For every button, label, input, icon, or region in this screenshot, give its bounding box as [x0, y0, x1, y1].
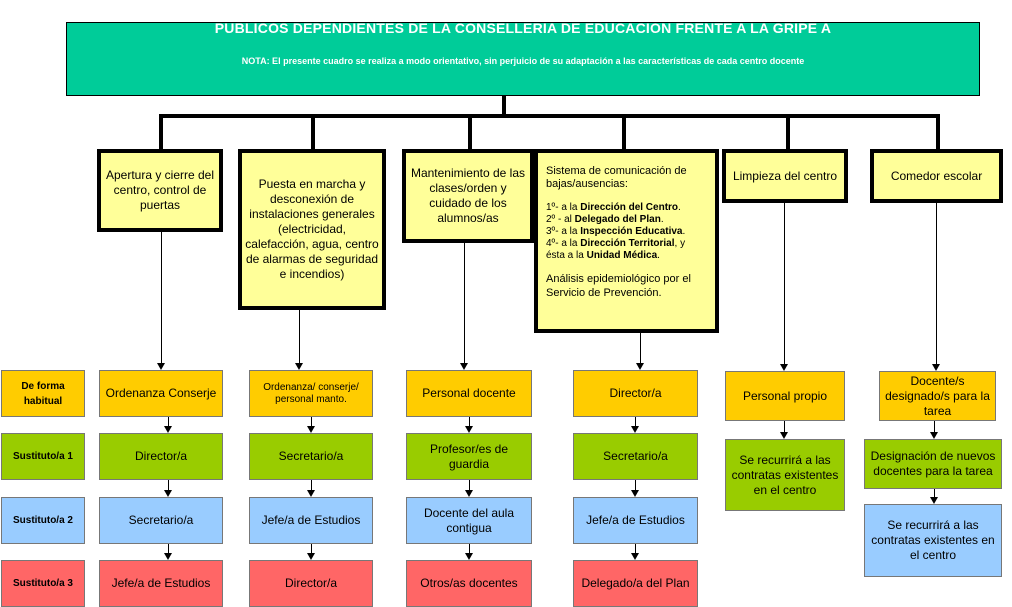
role-box: Delegado/a del Plan — [573, 560, 698, 607]
role-box: Se recurrirá a las contratas existentes … — [725, 439, 845, 511]
diagram-note: NOTA: El presente cuadro se realiza a mo… — [241, 56, 805, 66]
role-box: Secretario/a — [249, 433, 373, 480]
comms-step: ésta a la Unidad Médica. — [546, 250, 660, 261]
bus-drop — [468, 114, 472, 150]
row-label-habitual: De forma habitual — [1, 370, 85, 417]
connector-line — [934, 421, 935, 432]
connector-line — [936, 203, 937, 364]
arrow-head — [307, 490, 315, 497]
row-label-sustituto-1: Sustituto/a 1 — [1, 433, 85, 480]
comms-step: 2º - al Delegado del Plan. — [546, 214, 664, 225]
arrow-head — [780, 432, 788, 439]
role-box: Jefe/a de Estudios — [99, 560, 223, 607]
task-comunicacion: Sistema de comunicación de bajas/ausenci… — [534, 149, 719, 333]
arrow-head — [307, 426, 315, 433]
task-apertura: Apertura y cierre del centro, control de… — [97, 149, 223, 232]
arrow-head — [930, 432, 938, 439]
connector-line — [311, 417, 312, 426]
role-box: Docente/s designado/s para la tarea — [879, 371, 996, 421]
connector-line — [635, 480, 636, 490]
connector-line — [784, 421, 785, 432]
arrow-head — [631, 553, 639, 560]
role-box: Profesor/es de guardia — [406, 433, 532, 480]
role-box: Director/a — [99, 433, 223, 480]
arrow-head — [164, 426, 172, 433]
arrow-head — [465, 490, 473, 497]
role-box: Secretario/a — [573, 433, 698, 480]
diagram-header: PUBLICOS DEPENDIENTES DE LA CONSELLERIA … — [66, 20, 980, 96]
task-instalaciones: Puesta en marcha y desconexión de instal… — [238, 149, 386, 310]
role-box: Director/a — [573, 370, 698, 417]
role-box: Se recurrirá a las contratas existentes … — [864, 504, 1002, 577]
arrow-head — [295, 363, 303, 370]
horizontal-bus — [159, 114, 940, 118]
role-box: Otros/as docentes — [406, 560, 532, 607]
connector-line — [469, 544, 470, 553]
connector-line — [784, 203, 785, 364]
comms-step: 4º- a la Dirección Territorial, y — [546, 238, 686, 249]
bus-drop — [786, 114, 790, 150]
bus-drop — [622, 114, 626, 150]
arrow-head — [307, 553, 315, 560]
connector-line — [168, 480, 169, 490]
connector-line — [469, 480, 470, 490]
arrow-head — [780, 364, 788, 371]
connector-line — [640, 333, 641, 363]
connector-line — [168, 417, 169, 426]
arrow-head — [465, 426, 473, 433]
arrow-head — [164, 490, 172, 497]
role-box: Secretario/a — [99, 497, 223, 544]
arrow-head — [157, 363, 165, 370]
connector-line — [299, 310, 300, 363]
task-mantenimiento: Mantenimiento de las clases/orden y cuid… — [402, 149, 534, 243]
role-box: Ordenanza Conserje — [99, 370, 223, 417]
role-box: Jefe/a de Estudios — [249, 497, 373, 544]
role-box: Personal propio — [725, 371, 845, 421]
role-box: Designación de nuevos docentes para la t… — [864, 439, 1002, 489]
task-comedor: Comedor escolar — [870, 149, 1003, 203]
connector-line — [168, 544, 169, 553]
connector-line — [635, 544, 636, 553]
task-limpieza: Limpieza del centro — [722, 149, 848, 203]
header-connector — [502, 96, 506, 114]
row-label-sustituto-2: Sustituto/a 2 — [1, 497, 85, 544]
arrow-head — [631, 490, 639, 497]
comms-intro: Sistema de comunicación de bajas/ausenci… — [546, 165, 687, 190]
comms-step: 1º- a la Dirección del Centro. — [546, 202, 681, 213]
bus-drop — [159, 114, 163, 150]
connector-line — [635, 417, 636, 426]
role-box: Ordenanza/ conserje/ personal manto. — [249, 370, 373, 417]
role-box: Personal docente — [406, 370, 532, 417]
role-box: Docente del aula contigua — [406, 497, 532, 544]
arrow-head — [932, 364, 940, 371]
comms-analysis: Análisis epidemiológico por el Servicio … — [546, 273, 691, 299]
bus-drop — [936, 114, 940, 150]
connector-line — [934, 489, 935, 497]
role-box: Director/a — [249, 560, 373, 607]
arrow-head — [164, 553, 172, 560]
bus-drop — [311, 114, 315, 150]
comms-step: 3º- a la Inspección Educativa. — [546, 226, 686, 237]
connector-line — [469, 417, 470, 426]
arrow-head — [636, 363, 644, 370]
diagram-title: PUBLICOS DEPENDIENTES DE LA CONSELLERIA … — [214, 20, 832, 36]
connector-line — [464, 243, 465, 363]
connector-line — [161, 232, 162, 363]
arrow-head — [460, 363, 468, 370]
connector-line — [311, 544, 312, 553]
arrow-head — [465, 553, 473, 560]
arrow-head — [930, 497, 938, 504]
connector-line — [311, 480, 312, 490]
role-box: Jefe/a de Estudios — [573, 497, 698, 544]
arrow-head — [631, 426, 639, 433]
row-label-sustituto-3: Sustituto/a 3 — [1, 560, 85, 607]
